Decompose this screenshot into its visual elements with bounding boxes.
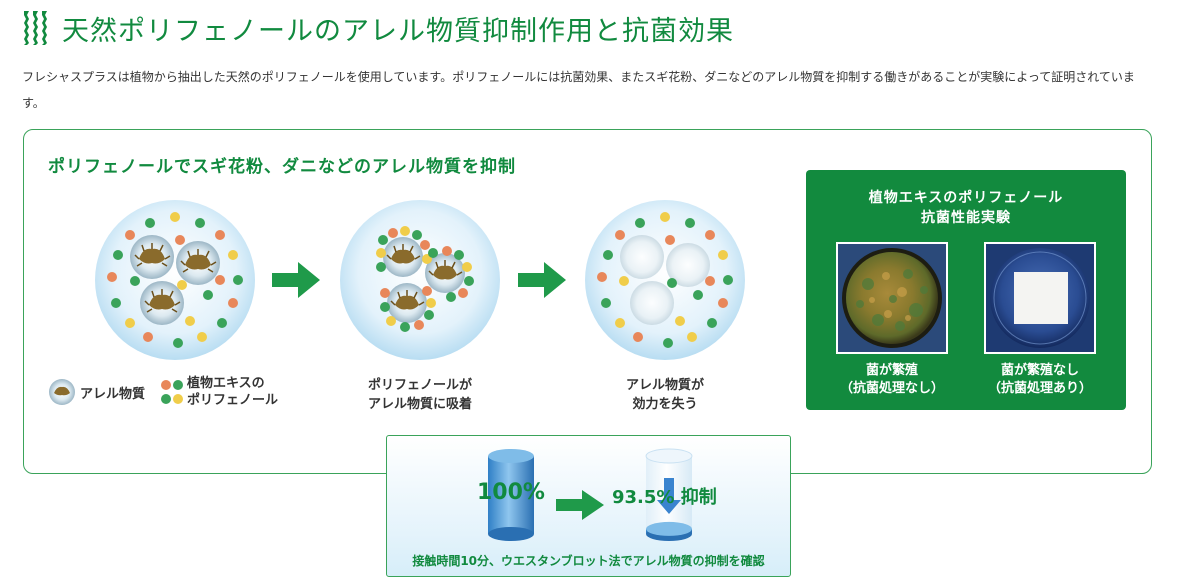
legend-polyphenol-label: 植物エキスの ポリフェノール <box>187 376 279 408</box>
caption-inactive: アレル物質が 効力を失う <box>625 378 704 412</box>
green-stripes-icon <box>24 11 47 45</box>
petri-dish-untreated-image <box>836 242 948 354</box>
intro-text: フレシャスプラスは植物から抽出した天然のポリフェノールを使用しています。ポリフェ… <box>22 70 1135 110</box>
result-caption: 接触時間10分、ウエスタンブロット法でアレル物質の抑制を確認 <box>412 554 765 568</box>
antibacterial-experiment-panel: 植物エキスのポリフェノール 抗菌性能実験 <box>806 170 1126 410</box>
full-cylinder-icon <box>488 449 534 541</box>
arrow-right-icon <box>556 490 604 520</box>
experiment-title: 植物エキスのポリフェノール 抗菌性能実験 <box>868 190 1064 226</box>
result-after-value: 93.5% 抑制 <box>612 487 717 508</box>
caption-treated: 菌が繁殖なし （抗菌処理あり） <box>987 363 1092 396</box>
diagram-legend: アレル物質 植物エキスの ポリフェノール <box>48 375 278 409</box>
caption-adsorption: ポリフェノールが アレル物質に吸着 <box>367 378 472 412</box>
stage-allergens-icon <box>90 195 260 365</box>
polyphenol-dots-icon <box>161 380 184 404</box>
stage-inactive-icon <box>580 195 750 365</box>
caption-untreated: 菌が繁殖 （抗菌処理なし） <box>839 363 944 396</box>
reduced-cylinder-icon <box>645 448 693 541</box>
page-title: 天然ポリフェノールのアレル物質抑制作用と抗菌効果 <box>62 15 734 47</box>
result-before-value: 100% <box>477 480 545 505</box>
arrow-right-icon <box>518 262 566 298</box>
allergen-icon <box>49 379 75 405</box>
arrow-right-icon <box>272 262 320 298</box>
section-heading: 天然ポリフェノールのアレル物質抑制作用と抗菌効果 <box>22 10 734 47</box>
stage-adsorption-icon <box>335 195 505 365</box>
diagram-title: ポリフェノールでスギ花粉、ダニなどのアレル物質を抑制 <box>48 157 516 177</box>
legend-allergen-label: アレル物質 <box>80 386 146 402</box>
petri-dish-treated-image <box>984 242 1096 354</box>
